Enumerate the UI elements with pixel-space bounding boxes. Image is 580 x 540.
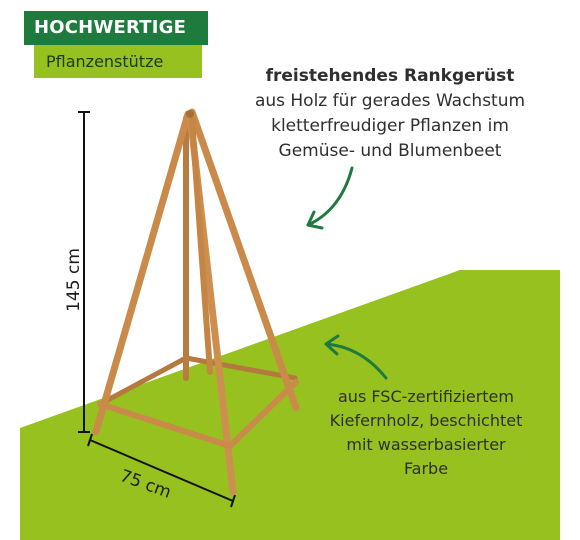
description-top-line: Gemüse- und Blumenbeet — [278, 141, 502, 161]
description-bottom-line: Farbe — [403, 459, 449, 478]
description-bottom: aus FSC-zertifiziertem Kiefernholz, besc… — [306, 385, 546, 481]
wooden-pyramid-trellis — [92, 108, 300, 496]
description-bottom-line: mit wasserbasierter — [346, 435, 506, 454]
green-ground-area — [20, 270, 560, 540]
description-top-line: aus Holz für gerades Wachstum — [254, 91, 526, 111]
quality-badge-subtitle: Pflanzenstütze — [34, 45, 202, 78]
description-bottom-line: Kiefernholz, beschichtet — [329, 411, 523, 430]
quality-badge-title: HOCHWERTIGE — [24, 11, 208, 45]
description-top-line: kletterfreudiger Pflanzen im — [271, 116, 509, 136]
height-dimension-label: 145 cm — [63, 248, 84, 312]
description-bottom-line: aus FSC-zertifiziertem — [338, 387, 514, 406]
height-dimension-line — [78, 111, 90, 433]
arrow-down-left-icon — [306, 166, 354, 230]
description-top: freistehendes Rankgerüst aus Holz für ge… — [240, 64, 540, 164]
arrow-up-left-icon — [324, 334, 388, 380]
description-top-heading: freistehendes Rankgerüst — [265, 66, 515, 86]
width-dimension-line — [87, 433, 236, 508]
